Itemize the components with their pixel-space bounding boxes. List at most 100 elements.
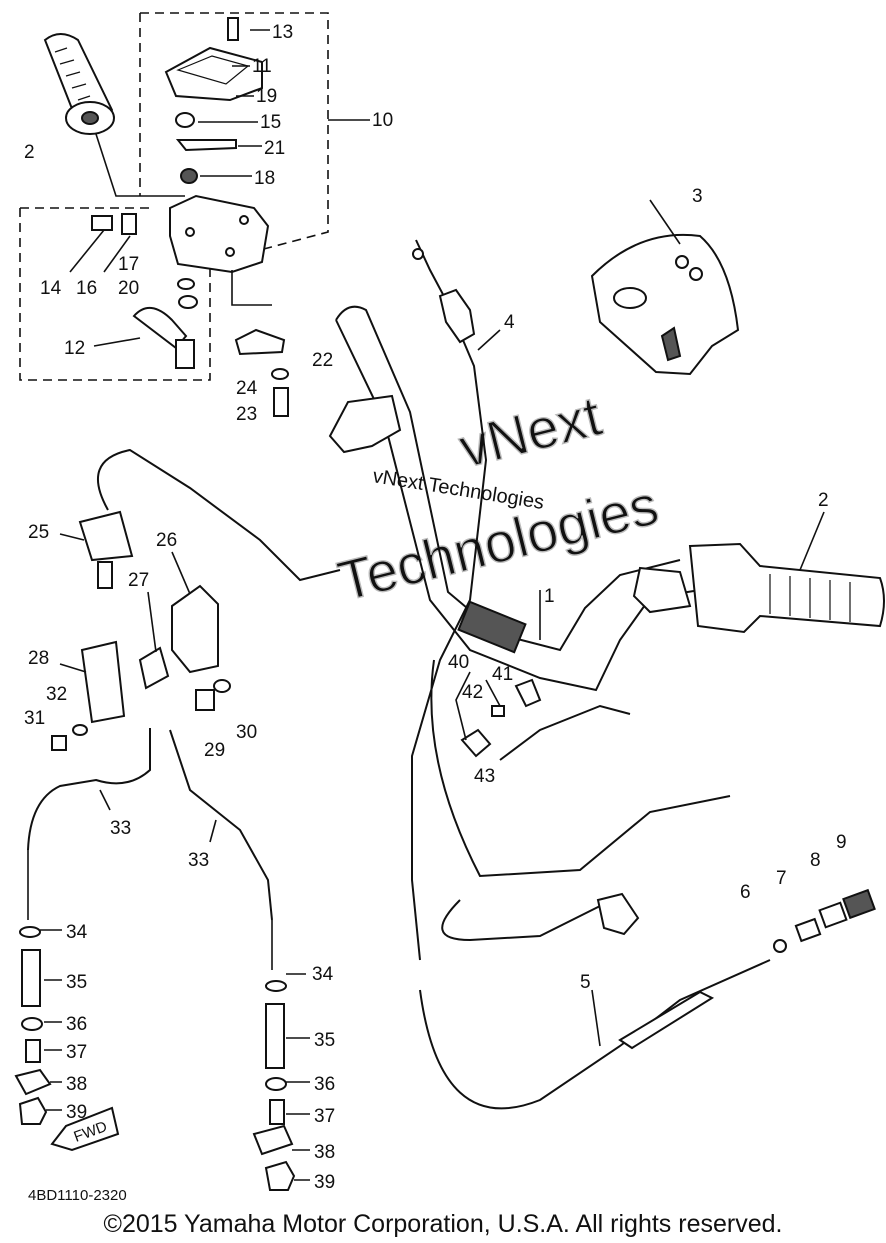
- leader-5: [591, 989, 601, 1047]
- washer-6: [773, 939, 787, 953]
- callout-36-right: 36: [314, 1074, 335, 1095]
- spring-37-right: [269, 1099, 285, 1125]
- hose-33-right: [169, 729, 273, 921]
- bracket-27: [138, 646, 170, 690]
- hose-left-upper: [97, 448, 341, 582]
- leader-22: [231, 270, 272, 306]
- callout-8: 8: [810, 850, 821, 871]
- callout-33-right: 33: [188, 850, 209, 871]
- spring-35-right: [265, 1003, 285, 1069]
- leader-40: [455, 671, 471, 741]
- callout-6: 6: [740, 882, 751, 903]
- switch-43: [460, 728, 492, 758]
- callout-17: 17: [118, 254, 139, 275]
- nut-39-right: [264, 1160, 296, 1191]
- assembly-box-12: [19, 207, 211, 381]
- cable-upper: [430, 659, 731, 878]
- callout-10: 10: [372, 110, 393, 131]
- callout-15: 15: [260, 112, 281, 133]
- bolt-31: [51, 735, 67, 751]
- switch-upper-housing: [164, 17, 263, 102]
- callout-19: 19: [256, 86, 277, 107]
- cable-end-5: [618, 990, 715, 1050]
- left-grip: [43, 33, 115, 135]
- callouts: 1 2 2 3 4 5 6 7 8 9 10 11 12 13 14 15 16…: [24, 22, 847, 1193]
- cable-fitting: [596, 892, 640, 936]
- leader-42: [485, 679, 501, 707]
- assembly-box-10: [140, 12, 329, 251]
- throttle-lever-12: [132, 307, 195, 369]
- callout-7: 7: [776, 868, 787, 889]
- callout-26: 26: [156, 530, 177, 551]
- callout-34-right: 34: [312, 964, 334, 985]
- callout-35-left: 35: [66, 972, 87, 993]
- bolt-29: [195, 689, 215, 711]
- spring-18: [180, 168, 198, 184]
- callout-41: 41: [492, 664, 513, 685]
- leader-28: [59, 663, 87, 673]
- leader-3: [649, 199, 681, 245]
- callout-3: 3: [692, 186, 703, 207]
- callout-33-left: 33: [110, 818, 131, 839]
- callout-39-left: 39: [66, 1102, 87, 1123]
- washer-17: [177, 278, 195, 290]
- callout-20: 20: [118, 278, 139, 299]
- callout-38-right: 38: [314, 1142, 335, 1163]
- cover-28: [80, 640, 126, 724]
- callout-4: 4: [504, 312, 515, 333]
- leader-12: [93, 337, 141, 347]
- callout-11: 11: [252, 56, 272, 77]
- leader-2b: [799, 511, 825, 571]
- pin-38-right: [252, 1124, 294, 1156]
- callout-27: 27: [128, 570, 149, 591]
- callout-34-left: 34: [66, 922, 88, 943]
- leader-27: [147, 591, 157, 653]
- callout-2-right: 2: [818, 490, 829, 511]
- clip-34-left: [19, 926, 41, 938]
- callout-22: 22: [312, 350, 333, 371]
- pin-42: [491, 705, 505, 717]
- clamp-22: [234, 328, 286, 356]
- callout-28: 28: [28, 648, 49, 669]
- right-grip: [632, 542, 885, 634]
- master-cylinder-25: [78, 510, 134, 589]
- callout-24: 24: [236, 378, 258, 399]
- callout-18: 18: [254, 168, 275, 189]
- hose-33-left: [27, 728, 151, 851]
- leaders-left-stack: [40, 929, 62, 1111]
- cable-adjuster-4: [438, 288, 476, 344]
- cable-lower: [441, 899, 631, 942]
- plate-21: [175, 139, 237, 152]
- fwd-arrow: [50, 1106, 120, 1152]
- callout-36-left: 36: [66, 1014, 87, 1035]
- callout-1: 1: [544, 586, 555, 607]
- cable-5: [419, 959, 771, 1110]
- bolt-23: [273, 387, 289, 417]
- callout-29: 29: [204, 740, 225, 761]
- master-cylinder-26: [171, 584, 219, 674]
- callout-31: 31: [24, 708, 45, 729]
- callout-42: 42: [462, 682, 483, 703]
- callout-2-left: 2: [24, 142, 35, 163]
- leader-grip-2a: [95, 133, 185, 197]
- leader-33a: [99, 789, 111, 811]
- watermark-text-1: vNext: [453, 384, 608, 480]
- callout-43: 43: [474, 766, 495, 787]
- callout-16: 16: [76, 278, 97, 299]
- callout-37-right: 37: [314, 1106, 335, 1127]
- callout-38-left: 38: [66, 1074, 87, 1095]
- leader-26: [171, 551, 191, 595]
- callout-35-right: 35: [314, 1030, 335, 1051]
- washer-20: [178, 295, 198, 309]
- callout-25: 25: [28, 522, 49, 543]
- callout-12: 12: [64, 338, 85, 359]
- callout-32: 32: [46, 684, 67, 705]
- locknut-8: [818, 901, 848, 929]
- nut-39-left: [18, 1096, 48, 1125]
- nut-16: [121, 213, 137, 235]
- adjuster-7: [794, 917, 822, 943]
- cable-end-4: [412, 248, 424, 260]
- washer-24: [271, 368, 289, 380]
- switch-lower-housing: [169, 194, 270, 274]
